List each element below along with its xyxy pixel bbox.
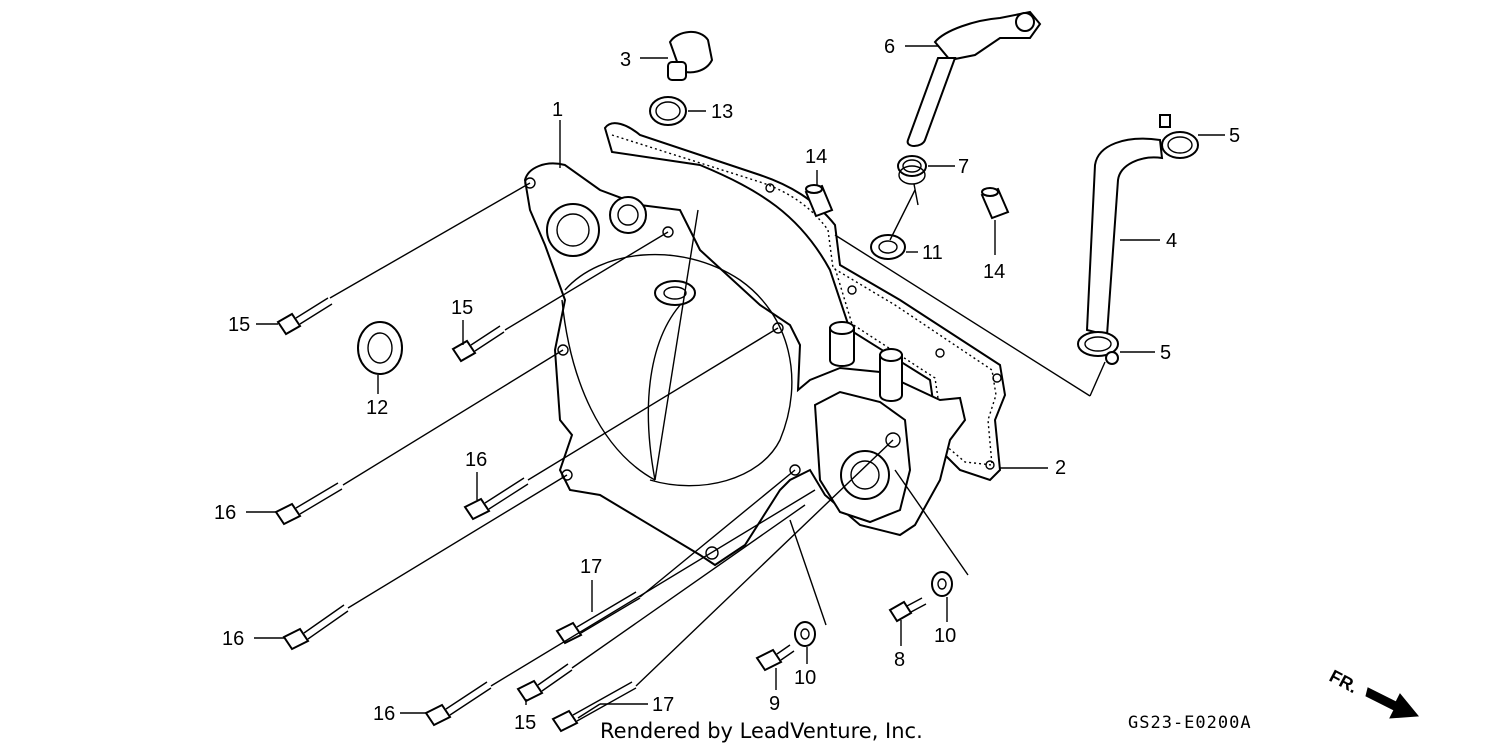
callout-1: 1	[552, 99, 563, 121]
washer-part-10-right	[931, 571, 953, 597]
bolt-part-15-lower	[516, 663, 573, 703]
bolt-part-16-a	[274, 482, 343, 526]
callout-4: 4	[1166, 230, 1177, 252]
gasket-part-2	[603, 122, 1007, 482]
bolt-part-15-middle	[451, 325, 505, 363]
front-direction-indicator: FR.	[1326, 666, 1419, 719]
credit-text: Rendered by LeadVenture, Inc.	[600, 719, 923, 743]
return-spring-part-7	[897, 155, 927, 206]
screw-part-8	[888, 597, 927, 623]
bolt-part-17-a	[555, 591, 641, 645]
callout-16-a: 16	[214, 502, 236, 524]
callout-16-b: 16	[465, 449, 487, 471]
callout-2: 2	[1055, 457, 1066, 479]
bolt-part-16-d	[424, 681, 492, 727]
o-ring-part-13	[649, 96, 687, 126]
callout-labels: 1 2 3 4 5 5 6 7 8 9 10 10 11 12 13 14 14…	[214, 36, 1240, 734]
callout-3: 3	[620, 49, 631, 71]
diagram-code: GS23-E0200A	[1128, 713, 1252, 733]
callout-10-left: 10	[794, 667, 816, 689]
callout-5-bottom: 5	[1160, 342, 1171, 364]
front-arrow-icon	[1365, 687, 1419, 719]
callout-16-d: 16	[373, 703, 395, 725]
callout-12: 12	[366, 397, 388, 419]
front-label: FR.	[1326, 666, 1361, 697]
oil-seal-part-12	[357, 321, 403, 375]
oil-filler-cap-part-3	[667, 31, 714, 81]
callout-17-a: 17	[580, 556, 602, 578]
callout-15-middle: 15	[451, 297, 473, 319]
washer-part-10-left	[794, 621, 816, 647]
callout-11: 11	[922, 242, 943, 264]
callout-17-b: 17	[652, 694, 674, 716]
alignment-lines	[329, 182, 1106, 687]
water-hose-part-4	[1085, 137, 1164, 337]
right-crankcase-cover-part-1	[523, 162, 967, 567]
callout-10-right: 10	[934, 625, 956, 647]
callout-9: 9	[769, 693, 780, 715]
bolt-part-16-b	[463, 477, 529, 521]
dowel-pin-part-14-right	[980, 187, 1010, 220]
bolt-part-16-c	[282, 604, 349, 651]
callout-16-c: 16	[222, 628, 244, 650]
leader-lines	[246, 45, 1225, 719]
bolt-part-15-upper-left	[276, 297, 333, 336]
bolt-part-17-b	[551, 681, 637, 733]
callout-5-top: 5	[1229, 125, 1240, 147]
hose-clamp-part-5-bottom	[1077, 331, 1119, 365]
callout-8: 8	[894, 649, 905, 671]
callout-15-upper-left: 15	[228, 314, 250, 336]
oil-seal-part-11	[870, 234, 906, 260]
hose-clamp-part-5-top	[1159, 114, 1199, 159]
screw-part-9	[755, 644, 795, 672]
callout-14-right: 14	[983, 261, 1005, 283]
kick-starter-arm-part-6	[906, 10, 1042, 147]
callout-7: 7	[958, 156, 969, 178]
callout-15-lower: 15	[514, 712, 536, 734]
dowel-pin-part-14-left	[804, 184, 834, 218]
callout-13: 13	[711, 101, 733, 123]
callout-14-left: 14	[805, 146, 827, 168]
callout-6: 6	[884, 36, 895, 58]
